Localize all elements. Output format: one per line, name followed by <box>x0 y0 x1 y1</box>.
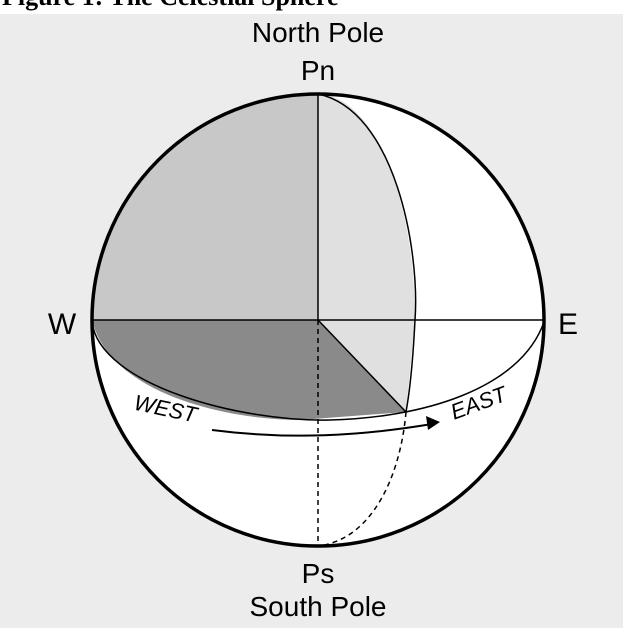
light-triangle <box>318 320 415 412</box>
ps-label: Ps <box>302 558 335 589</box>
pn-label: Pn <box>301 55 335 86</box>
sphere-outline <box>90 92 546 548</box>
west-label: W <box>48 308 77 341</box>
meridian-wedge <box>318 94 415 320</box>
hour-line <box>317 319 407 413</box>
inclined-meridian-hidden <box>317 411 407 547</box>
southwest-quadrant <box>92 320 406 420</box>
east-label: E <box>558 308 578 341</box>
northwest-quadrant <box>92 94 318 320</box>
south-pole-label: South Pole <box>250 591 387 622</box>
west-to-east-arrow <box>211 423 433 437</box>
equator-front <box>91 321 545 421</box>
arrowhead <box>426 416 440 430</box>
inclined-meridian <box>317 93 417 413</box>
north-pole-label: North Pole <box>252 17 384 48</box>
figure-title: Figure 1: The Celestial Sphere <box>2 0 339 12</box>
